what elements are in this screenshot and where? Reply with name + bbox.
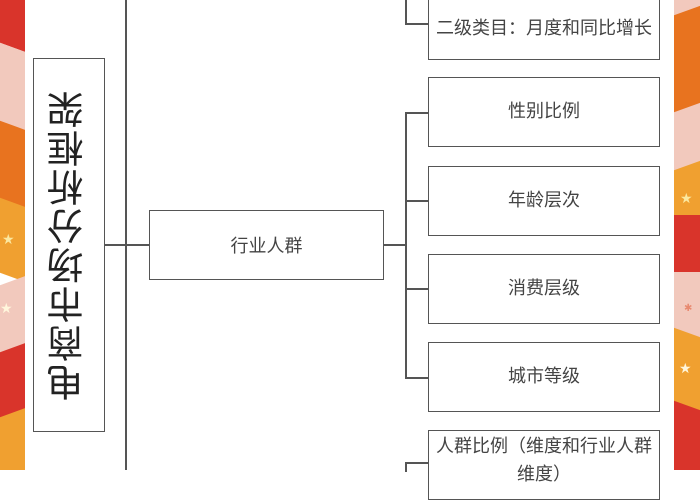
node-label: 行业人群 (230, 236, 303, 257)
node-label: 消费层级 (508, 278, 580, 299)
connector (405, 112, 428, 114)
connector (405, 462, 407, 472)
star-icon: ★ (679, 361, 692, 377)
node-consumption-level[interactable]: 消费层级 (428, 254, 660, 324)
connector (405, 377, 428, 379)
left-decorative-border: ★ ★ (0, 0, 25, 470)
node-gender-ratio[interactable]: 性别比例 (428, 77, 660, 147)
connector (105, 244, 127, 246)
node-label: 城市等级 (508, 366, 580, 387)
connector (384, 244, 406, 246)
node-age-level[interactable]: 年龄层次 (428, 166, 660, 236)
connector (127, 244, 149, 246)
star-icon: ✱ (684, 303, 693, 314)
branch-line (405, 112, 407, 378)
connector (405, 462, 428, 464)
right-decorative-border: ★ ✱ ★ (674, 0, 700, 470)
node-crowd-ratio[interactable]: 人群比例（维度和行业人群维度） (428, 430, 660, 500)
root-node-label: 电商市场分析框架 (47, 89, 90, 401)
connector (405, 200, 428, 202)
node-industry-crowd[interactable]: 行业人群 (149, 210, 384, 280)
node-label: 性别比例 (508, 101, 580, 122)
connector (405, 0, 407, 24)
node-city-tier[interactable]: 城市等级 (428, 342, 660, 412)
star-icon: ★ (2, 232, 15, 248)
node-label: 人群比例（维度和行业人群维度） (436, 436, 652, 485)
trunk-line (125, 0, 127, 470)
connector (405, 288, 428, 290)
node-secondary-category[interactable]: 二级类目：月度和同比增长 (428, 0, 660, 60)
star-icon: ★ (0, 301, 13, 317)
star-icon: ★ (680, 191, 693, 207)
connector (405, 23, 428, 25)
node-label: 二级类目：月度和同比增长 (436, 18, 652, 39)
root-node[interactable]: 电商市场分析框架 (33, 58, 105, 432)
node-label: 年龄层次 (508, 190, 580, 211)
